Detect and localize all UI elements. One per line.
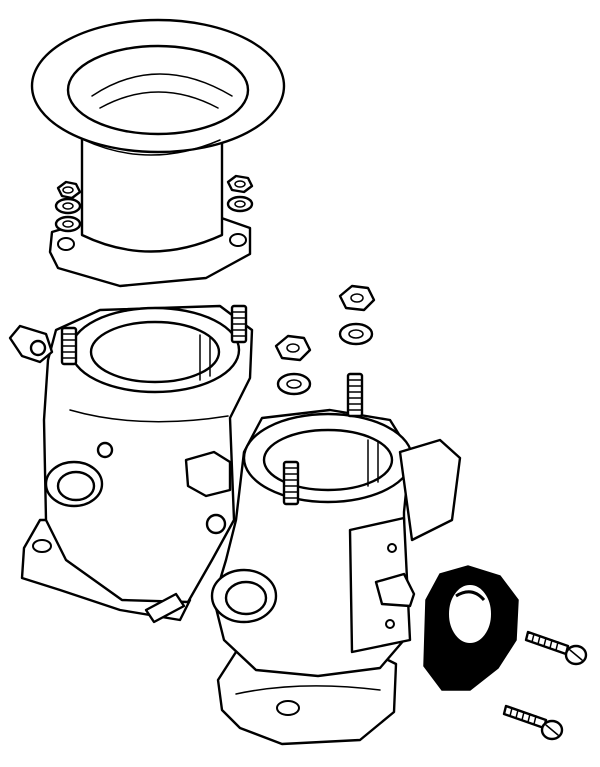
body-nuts bbox=[274, 284, 376, 362]
mounting-studs bbox=[60, 304, 364, 506]
retaining-screw-lower bbox=[502, 704, 564, 741]
carburettor-body-left bbox=[20, 304, 254, 624]
throttle-lever-block bbox=[423, 565, 519, 691]
air-trumpet bbox=[30, 18, 286, 288]
trumpet-washers bbox=[54, 195, 254, 233]
body-washers bbox=[276, 322, 374, 396]
trumpet-mount-hole-right bbox=[229, 233, 247, 247]
trumpet-mount-hole-left bbox=[57, 237, 75, 251]
link-pin bbox=[8, 324, 54, 364]
trumpet-nuts bbox=[56, 174, 254, 200]
carburettor-body-right bbox=[205, 408, 462, 746]
retaining-screws bbox=[502, 630, 588, 741]
retaining-screw-upper bbox=[524, 630, 588, 666]
